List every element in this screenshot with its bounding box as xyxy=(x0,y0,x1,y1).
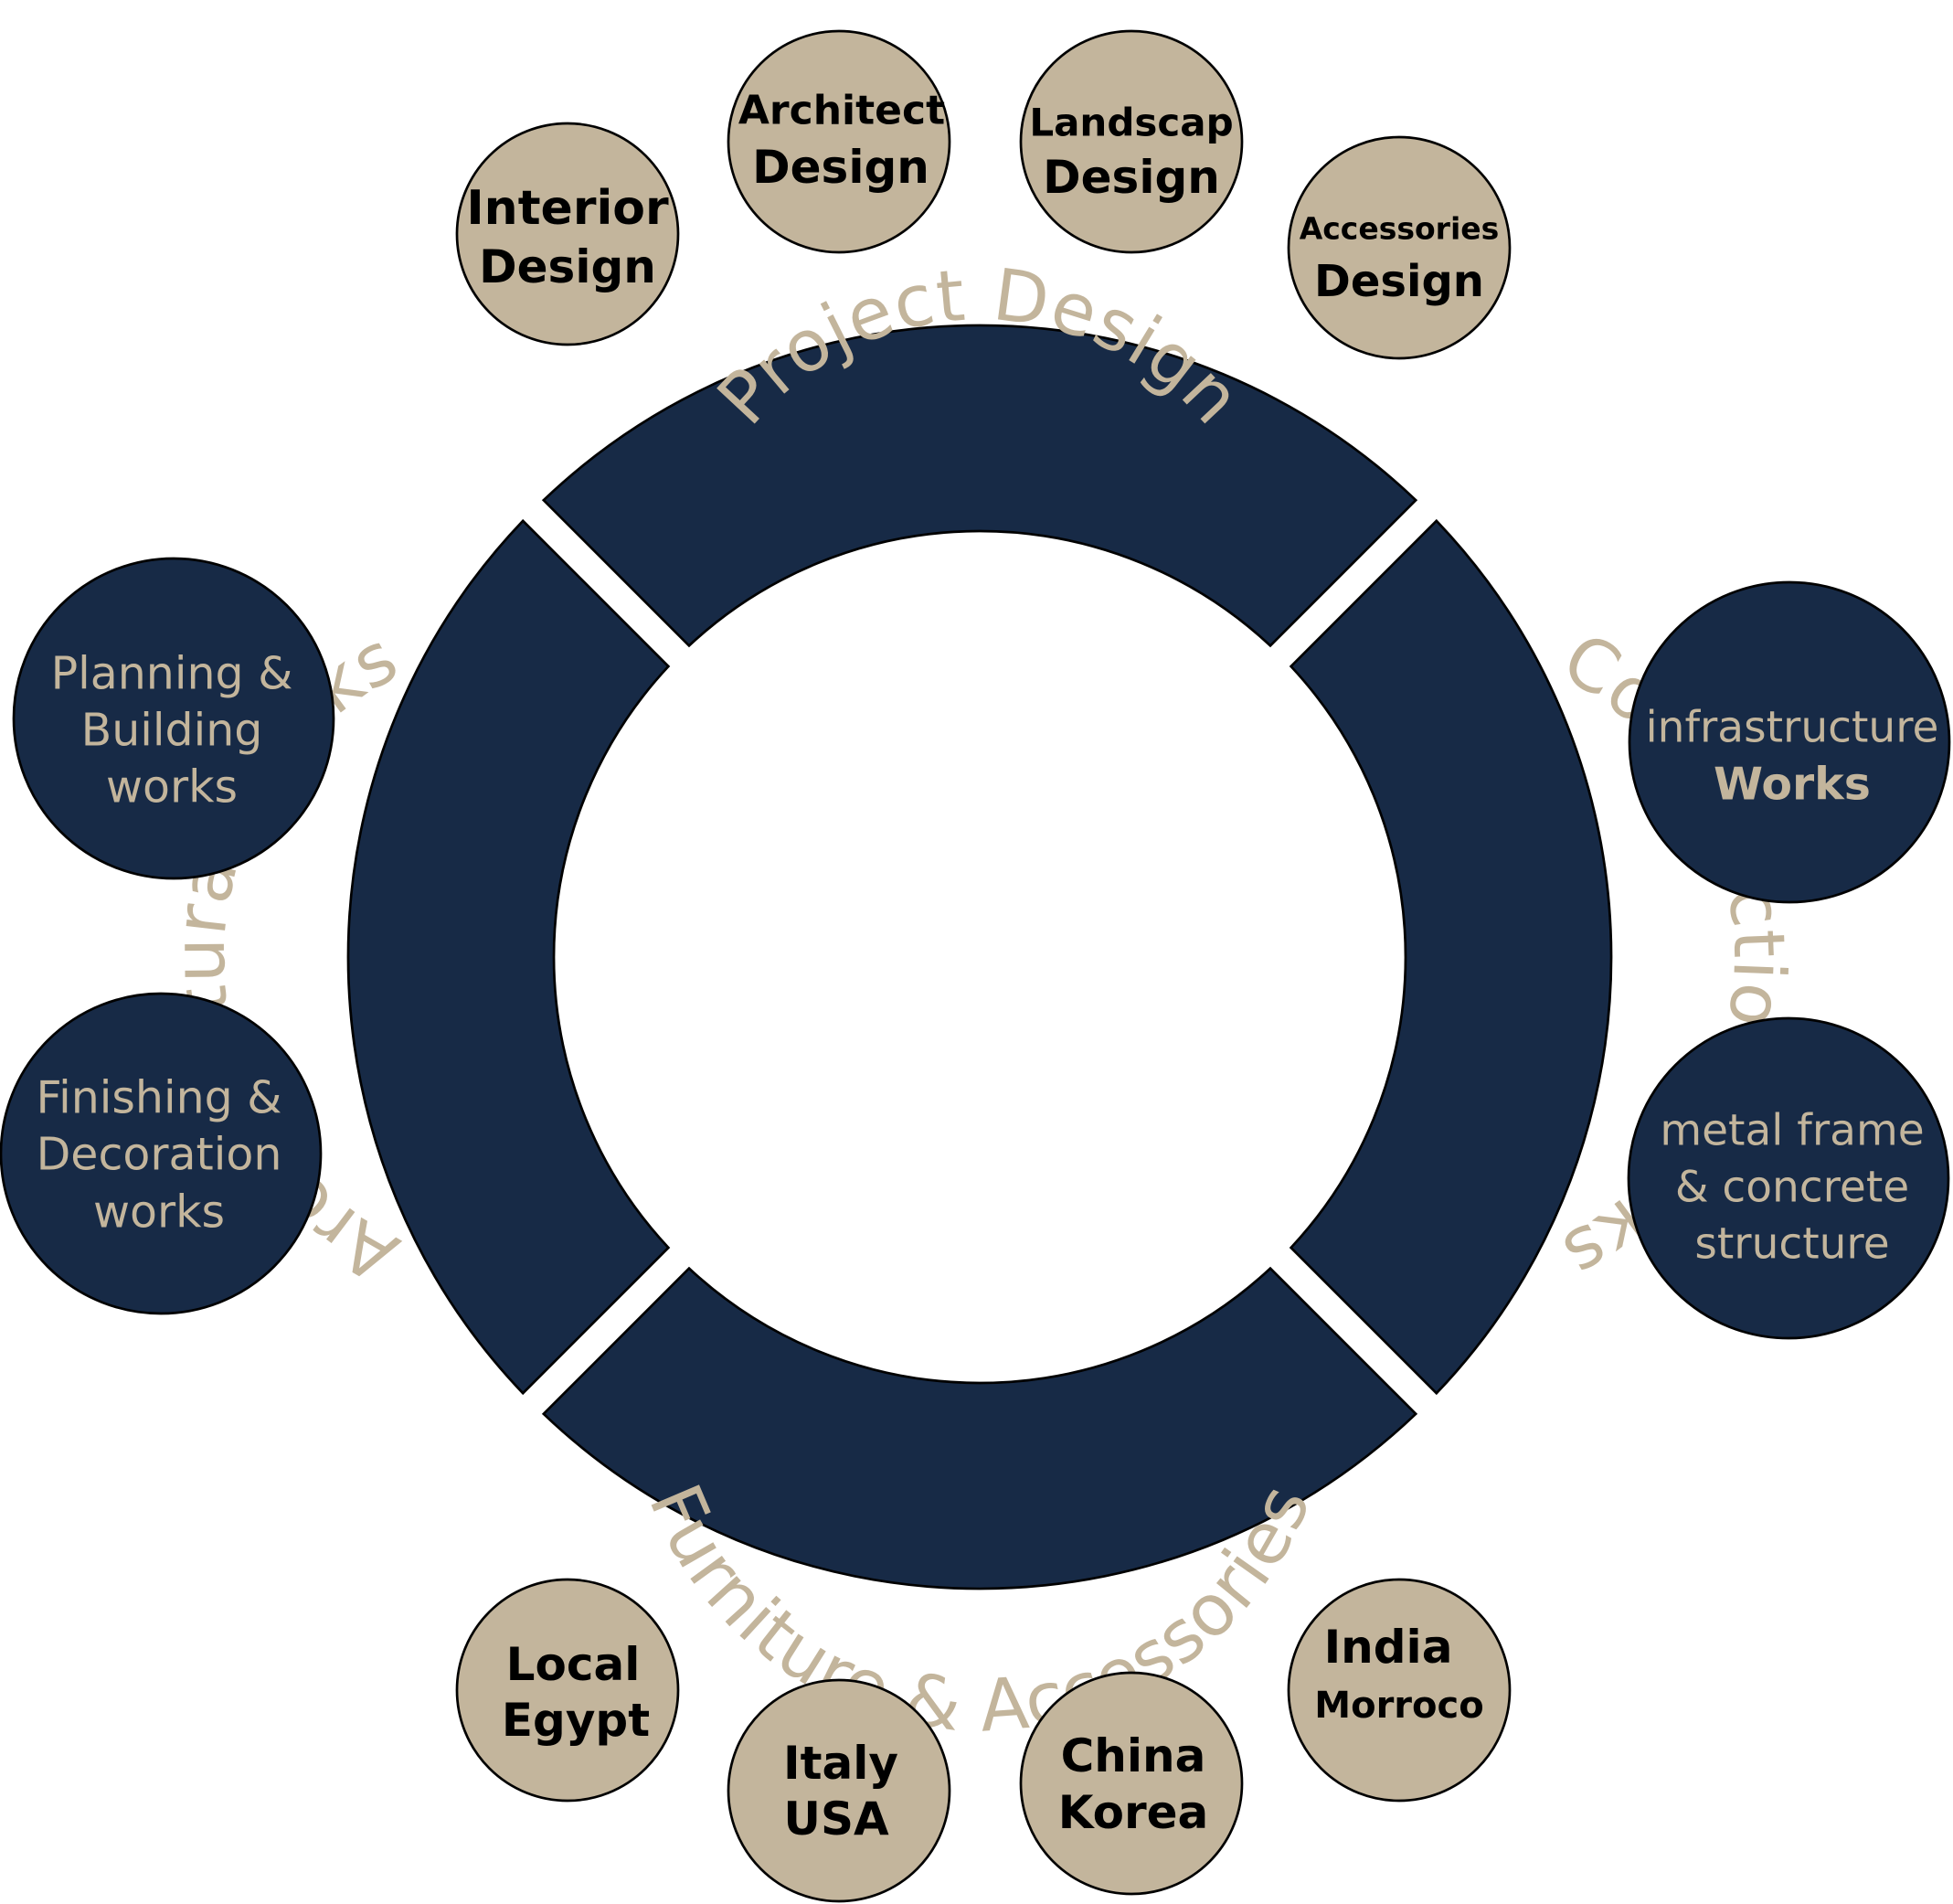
svg-text:Building: Building xyxy=(81,705,263,757)
ring-segment-furniture-accessories[interactable] xyxy=(541,1266,1418,1590)
bubble-interior-design[interactable]: Interior Design xyxy=(455,122,680,346)
svg-text:metal frame: metal frame xyxy=(1660,1106,1924,1156)
svg-text:Landscap: Landscap xyxy=(1029,101,1233,145)
svg-text:Korea: Korea xyxy=(1058,1786,1209,1839)
svg-text:Design: Design xyxy=(752,141,929,194)
svg-text:Design: Design xyxy=(479,240,656,293)
svg-text:Planning &: Planning & xyxy=(51,648,293,700)
svg-text:China: China xyxy=(1061,1729,1206,1782)
svg-text:Morroco: Morroco xyxy=(1314,1685,1483,1727)
svg-text:& concrete: & concrete xyxy=(1675,1163,1909,1213)
svg-text:works: works xyxy=(106,761,238,814)
bubble-finishing-decoration-works[interactable]: Finishing & Decoration works xyxy=(0,992,323,1315)
svg-text:structure: structure xyxy=(1694,1219,1889,1270)
bubble-local-egypt[interactable]: Local Egypt xyxy=(455,1578,680,1803)
bubble-metal-frame-concrete-structure[interactable]: metal frame & concrete structure xyxy=(1627,1016,1950,1340)
ring-segment-architectural-works[interactable] xyxy=(346,518,671,1396)
service-ring: Project Design Construction works Furnit… xyxy=(159,254,1799,1749)
svg-text:Design: Design xyxy=(1043,151,1220,204)
ring-segment-construction-works[interactable] xyxy=(1289,518,1613,1396)
svg-text:Local: Local xyxy=(506,1638,641,1691)
bubble-italy-usa[interactable]: Italy USA xyxy=(727,1678,951,1903)
bubble-india-morroco[interactable]: India Morroco xyxy=(1287,1578,1512,1803)
svg-text:works: works xyxy=(93,1186,225,1239)
svg-text:India: India xyxy=(1324,1621,1453,1674)
svg-text:Architect: Architect xyxy=(738,88,945,134)
bubble-infrastructure-works[interactable]: infrastructure Works xyxy=(1628,580,1951,904)
svg-text:Decoration: Decoration xyxy=(37,1129,282,1181)
bubble-architect-design[interactable]: Architect Design xyxy=(727,29,951,254)
bubble-planning-building-works[interactable]: Planning & Building works xyxy=(12,557,335,880)
svg-text:Design: Design xyxy=(1314,256,1484,307)
svg-text:Interior: Interior xyxy=(466,181,669,236)
svg-text:Works: Works xyxy=(1714,759,1871,811)
svg-text:Finishing &: Finishing & xyxy=(36,1072,281,1124)
ring-segment-project-design[interactable] xyxy=(541,324,1418,648)
bubble-landscap-design[interactable]: Landscap Design xyxy=(1019,29,1244,254)
svg-text:Egypt: Egypt xyxy=(502,1694,650,1747)
bubble-china-korea[interactable]: China Korea xyxy=(1019,1671,1244,1896)
svg-text:Italy: Italy xyxy=(783,1737,898,1790)
bubble-accessories-design[interactable]: Accessories Design xyxy=(1287,135,1512,360)
svg-text:infrastructure: infrastructure xyxy=(1646,703,1939,753)
svg-text:USA: USA xyxy=(783,1792,889,1845)
svg-text:Accessories: Accessories xyxy=(1300,211,1500,247)
